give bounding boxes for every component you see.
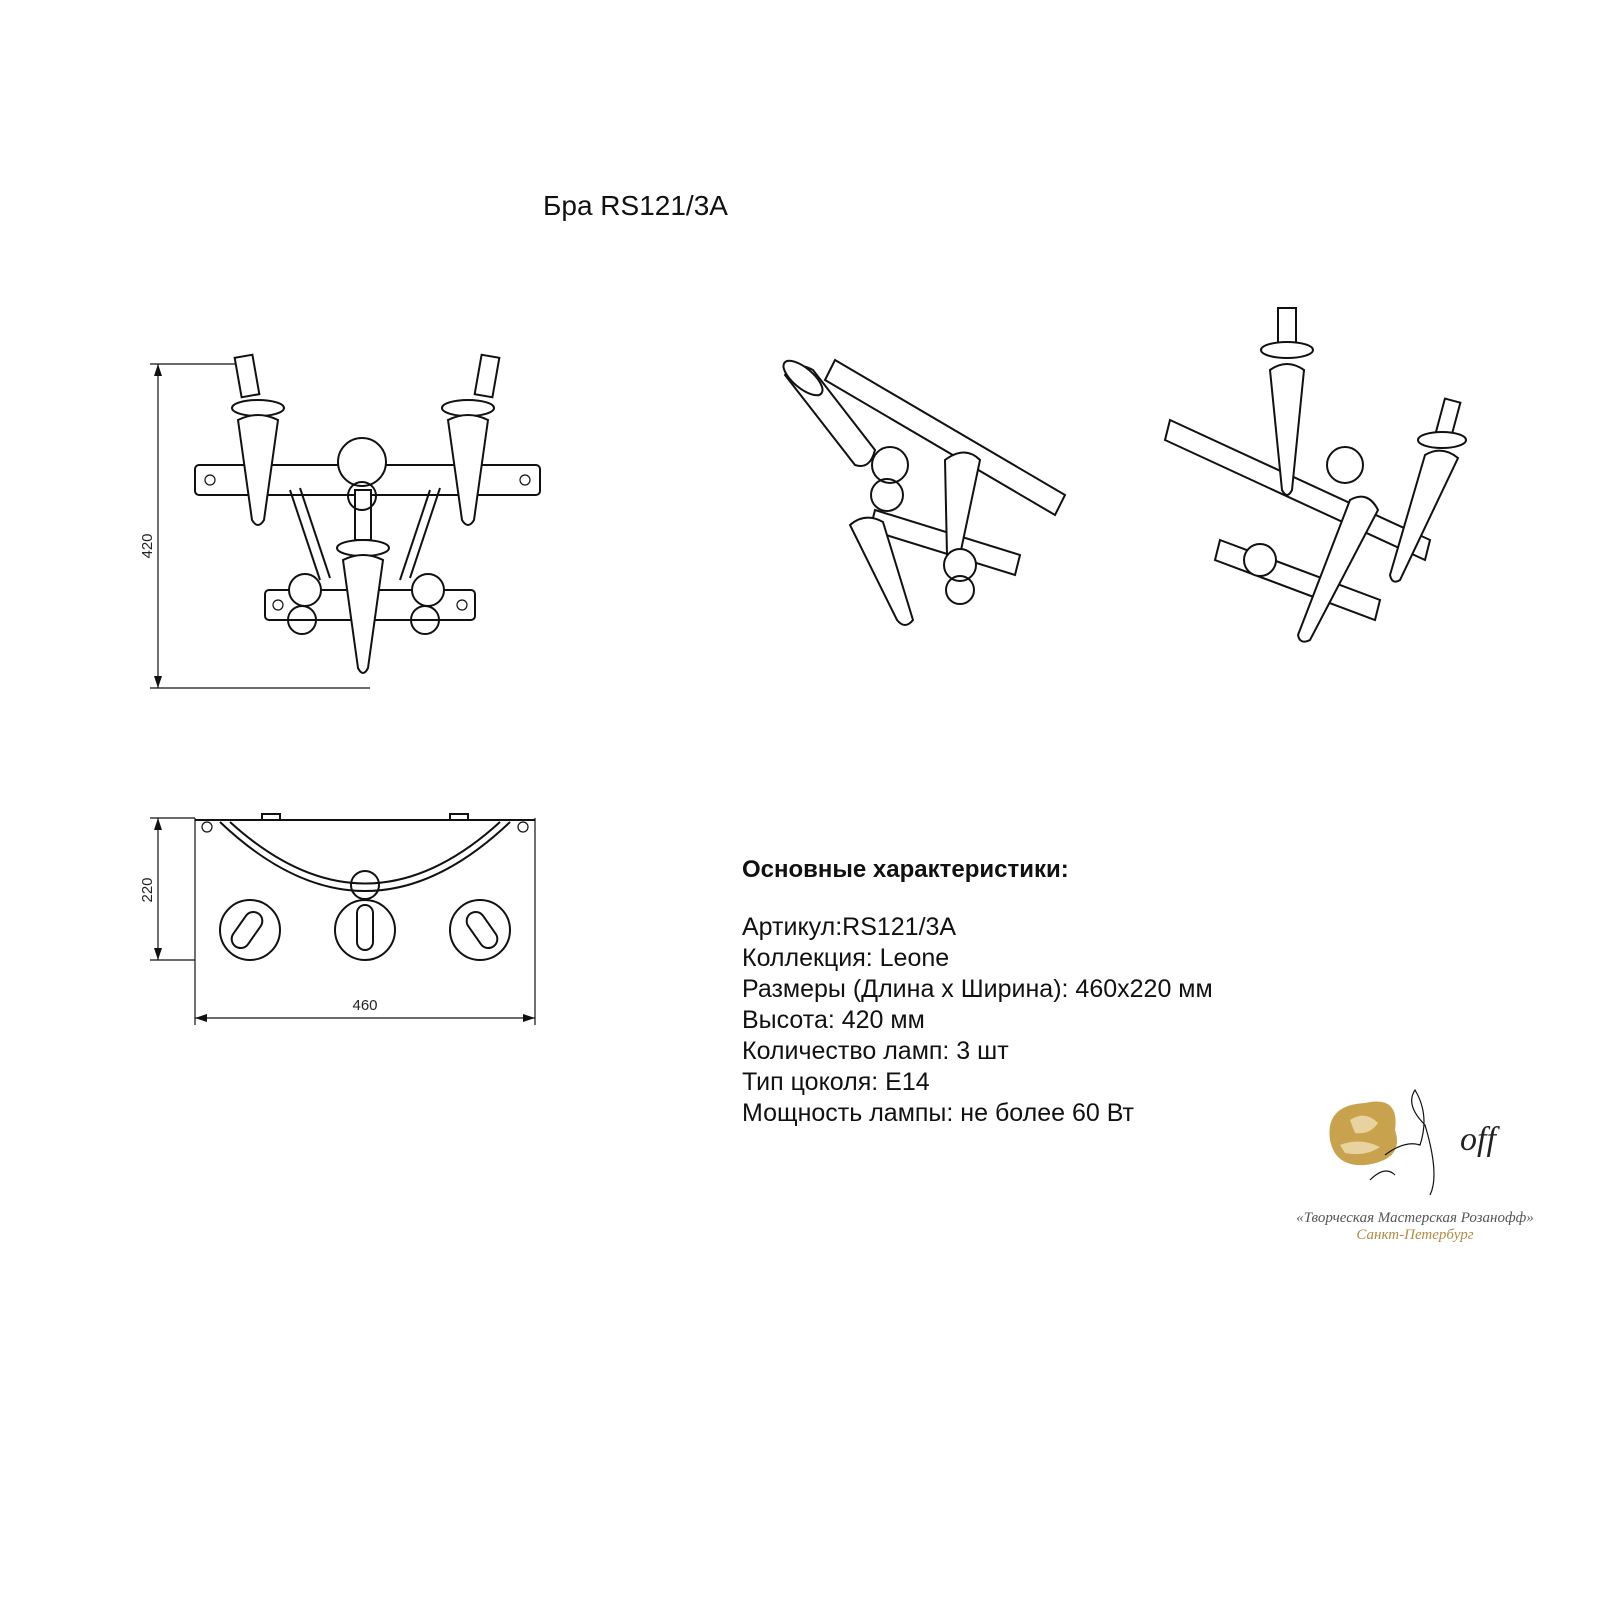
logo-city: Санкт-Петербург bbox=[1356, 1227, 1474, 1243]
depth-dimension-label: 220 bbox=[140, 877, 156, 902]
spec-lamp-count: Количество ламп: 3 шт bbox=[742, 1037, 1009, 1065]
spec-dimensions: Размеры (Длина х Ширина): 460x220 мм bbox=[742, 975, 1213, 1003]
specifications-heading: Основные характеристики: bbox=[742, 856, 1069, 883]
top-view-drawing: 220 460 bbox=[140, 813, 536, 1025]
spec-socket-type: Тип цоколя: E14 bbox=[742, 1068, 930, 1096]
perspective-view-right bbox=[1163, 307, 1467, 643]
height-dimension-label: 420 bbox=[140, 533, 156, 558]
rose-logo: off bbox=[1329, 1088, 1500, 1196]
spec-lamp-power: Мощность лампы: не более 60 Вт bbox=[742, 1099, 1135, 1127]
logo-caption: «Творческая Мастерская Розанофф» Санкт-П… bbox=[1260, 1210, 1570, 1244]
svg-text:off: off bbox=[1460, 1121, 1500, 1158]
specifications-block: Основные характеристики: Артикул:RS121/3… bbox=[742, 856, 1213, 1129]
spec-article: Артикул:RS121/3A bbox=[742, 913, 957, 941]
spec-height: Высота: 420 мм bbox=[742, 1006, 925, 1034]
product-title: Бра RS121/3A bbox=[543, 190, 728, 221]
length-dimension-label: 460 bbox=[352, 997, 377, 1014]
perspective-view-left bbox=[782, 358, 1067, 626]
logo-company-name: «Творческая Мастерская Розанофф» bbox=[1296, 1210, 1534, 1226]
front-view-drawing: 420 bbox=[140, 353, 541, 689]
spec-collection: Коллекция: Leone bbox=[742, 944, 950, 972]
